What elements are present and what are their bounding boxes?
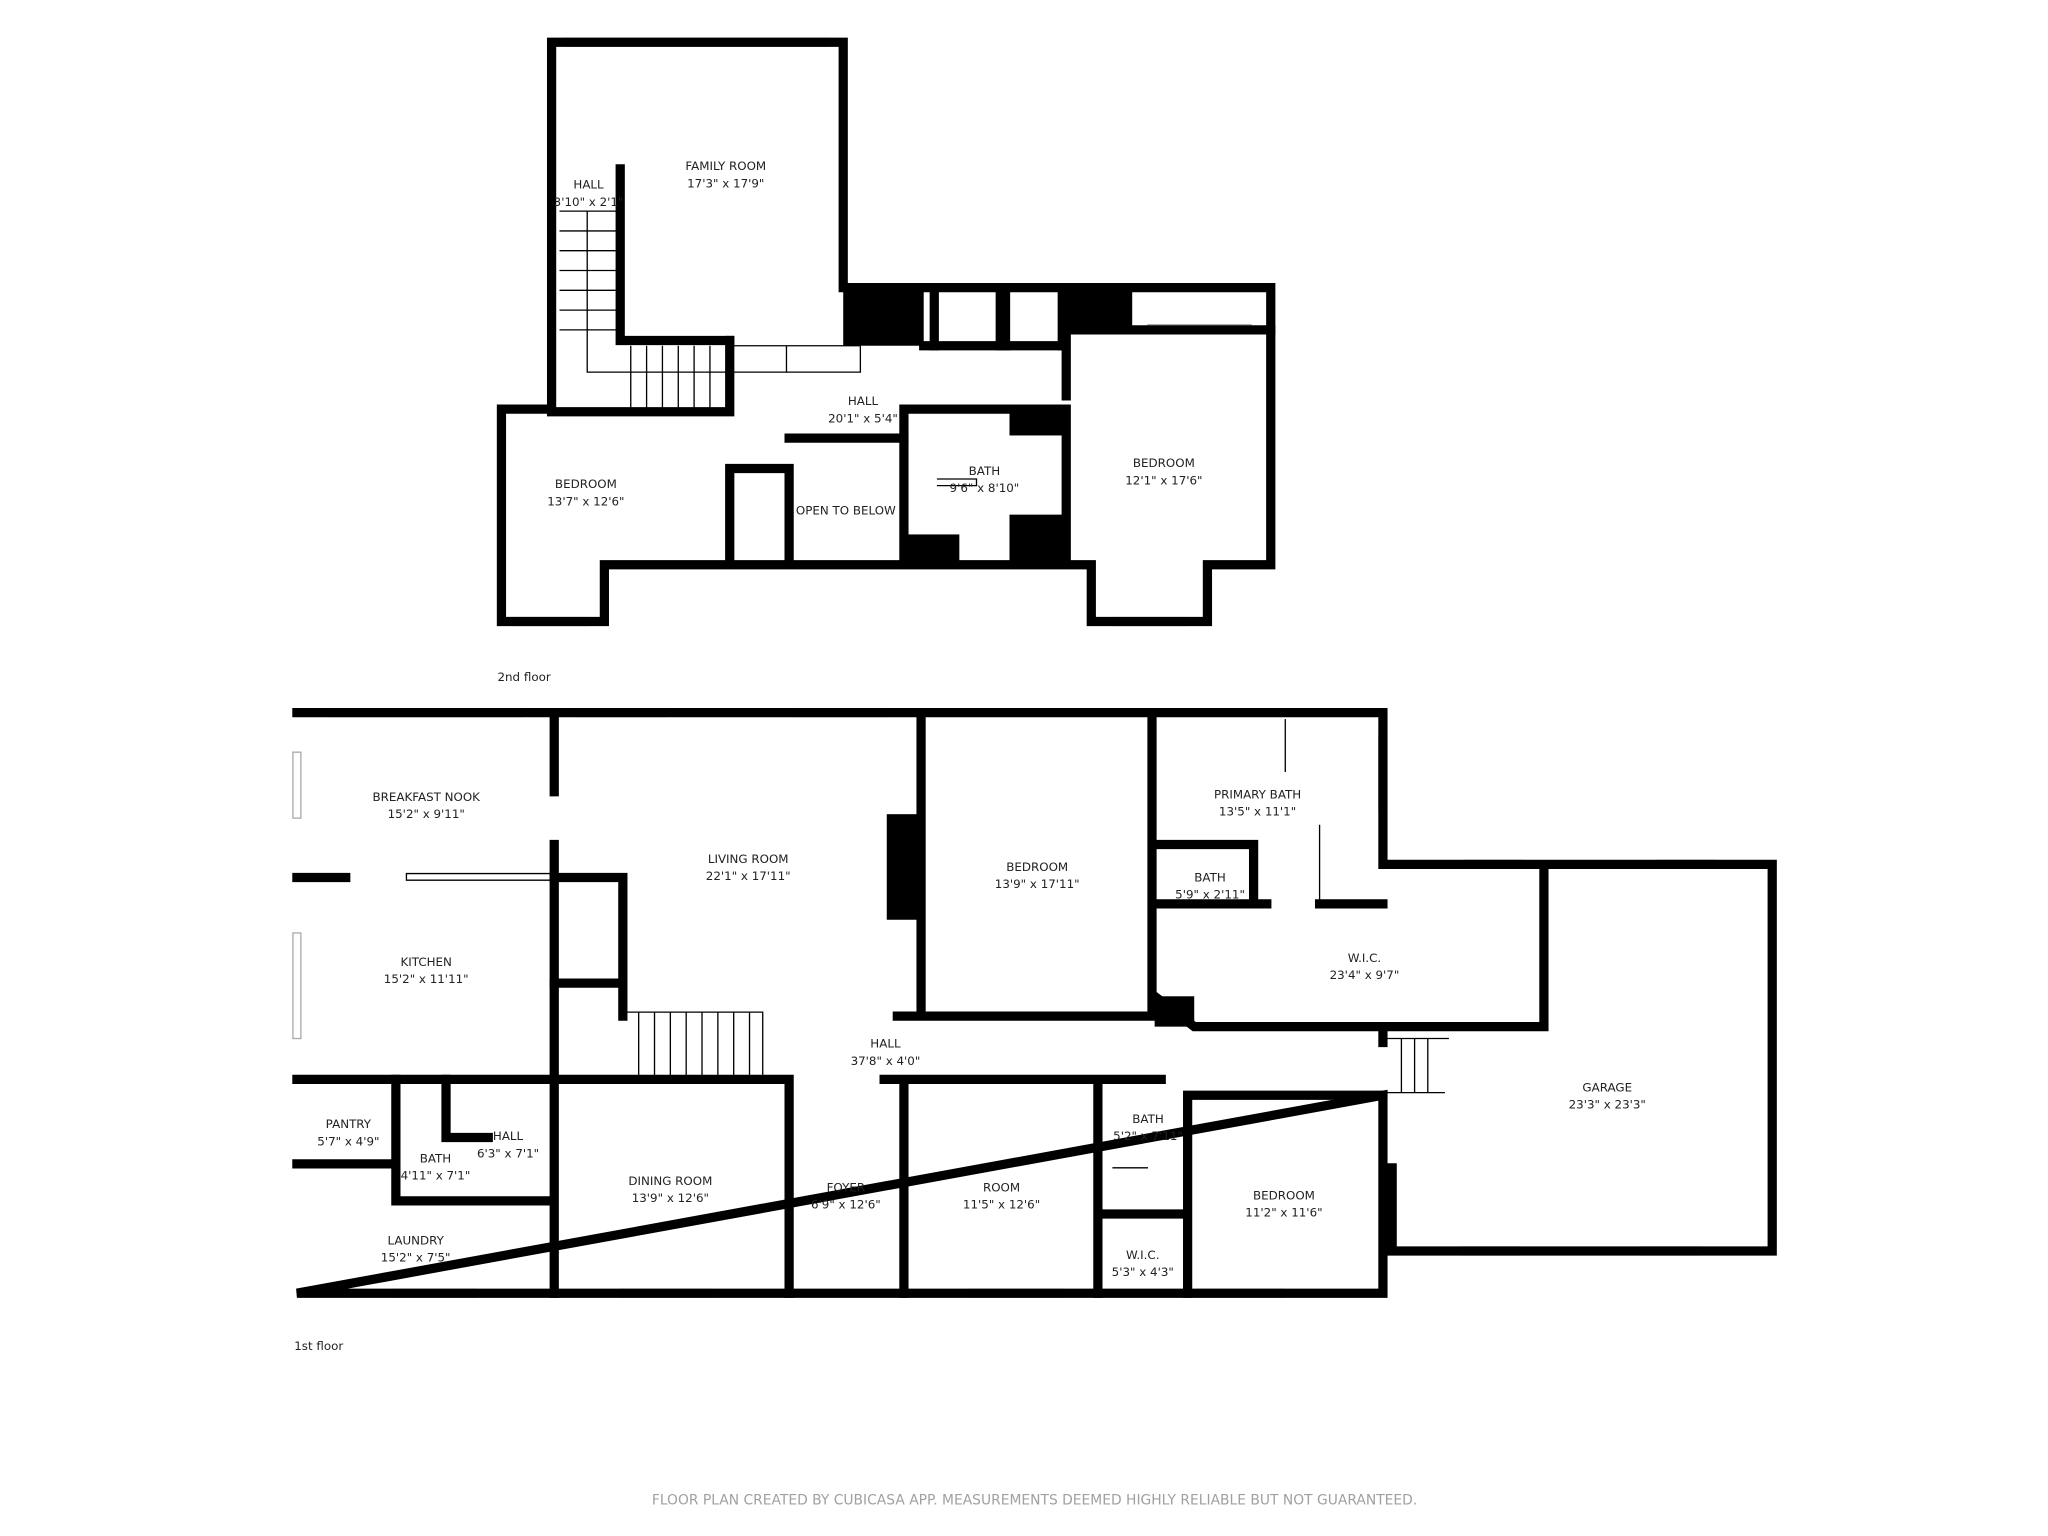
svg-text:OPEN TO BELOW: OPEN TO BELOW: [796, 504, 896, 518]
room-label-open-to-below: OPEN TO BELOW: [796, 504, 896, 518]
room-label-kitchen: KITCHEN 15'2" x 11'11": [384, 955, 469, 986]
floor-label-1st: 1st floor: [294, 1339, 343, 1353]
svg-text:BEDROOM: BEDROOM: [555, 477, 617, 491]
floor-label-2nd: 2nd floor: [497, 670, 550, 684]
room-label-bedroom-right: BEDROOM 12'1" x 17'6": [1125, 456, 1202, 487]
room-label-primary-bath: PRIMARY BATH 13'5" x 11'1": [1214, 787, 1301, 818]
svg-text:6'3" x 7'1": 6'3" x 7'1": [477, 1146, 539, 1160]
svg-text:15'2" x 9'11": 15'2" x 9'11": [388, 807, 465, 821]
svg-text:BATH: BATH: [1194, 870, 1226, 884]
room-label-foyer: FOYER 6'9" x 12'6": [811, 1181, 881, 1212]
room-label-bath-2nd: BATH 9'6" x 8'10": [950, 464, 1020, 495]
room-label-family-room: FAMILY ROOM 17'3" x 17'9": [685, 159, 766, 190]
svg-text:W.I.C.: W.I.C.: [1348, 951, 1381, 965]
room-label-hall-2nd: HALL 20'1" x 5'4": [828, 394, 898, 425]
svg-text:5'3" x 4'3": 5'3" x 4'3": [1112, 1265, 1174, 1279]
room-label-garage: GARAGE 23'3" x 23'3": [1569, 1080, 1646, 1111]
room-label-breakfast-nook: BREAKFAST NOOK 15'2" x 9'11": [372, 790, 481, 821]
room-label-laundry: LAUNDRY 15'2" x 7'5": [381, 1233, 451, 1264]
room-label-primary-bedroom: BEDROOM 13'9" x 17'11": [995, 860, 1080, 891]
svg-text:5'9" x 2'11": 5'9" x 2'11": [1175, 888, 1245, 902]
staircase: [559, 210, 862, 410]
room-label-bedroom-left: BEDROOM 13'7" x 12'6": [547, 477, 624, 508]
svg-text:9'6" x 8'10": 9'6" x 8'10": [950, 481, 1020, 495]
svg-text:17'3" x 17'9": 17'3" x 17'9": [687, 176, 764, 190]
svg-text:11'5" x 12'6": 11'5" x 12'6": [963, 1198, 1040, 1212]
room-label-wic-small: W.I.C. 5'3" x 4'3": [1112, 1248, 1174, 1279]
svg-text:PANTRY: PANTRY: [326, 1117, 372, 1131]
svg-text:PRIMARY BATH: PRIMARY BATH: [1214, 787, 1301, 801]
svg-text:GARAGE: GARAGE: [1582, 1080, 1632, 1094]
svg-text:23'3" x 23'3": 23'3" x 23'3": [1569, 1097, 1646, 1111]
staircase: [625, 1011, 1449, 1094]
svg-text:BATH: BATH: [1132, 1112, 1164, 1126]
svg-text:FAMILY ROOM: FAMILY ROOM: [685, 159, 766, 173]
svg-text:12'1" x 17'6": 12'1" x 17'6": [1125, 473, 1202, 487]
room-label-bedroom-front: BEDROOM 11'2" x 11'6": [1245, 1189, 1322, 1220]
svg-text:FOYER: FOYER: [827, 1181, 866, 1195]
room-label-bath-hall: BATH 5'2" x 7'11": [1113, 1112, 1183, 1143]
svg-text:BATH: BATH: [969, 464, 1001, 478]
svg-text:6'9" x 12'6": 6'9" x 12'6": [811, 1198, 881, 1212]
svg-text:13'7" x 12'6": 13'7" x 12'6": [547, 494, 624, 508]
svg-text:BEDROOM: BEDROOM: [1253, 1189, 1315, 1203]
room-label-room: ROOM 11'5" x 12'6": [963, 1181, 1040, 1212]
room-label-hall-upper: HALL 3'10" x 2'1": [554, 178, 624, 209]
svg-text:4'11" x 7'1": 4'11" x 7'1": [401, 1169, 471, 1183]
svg-text:13'9" x 17'11": 13'9" x 17'11": [995, 877, 1080, 891]
svg-text:LIVING ROOM: LIVING ROOM: [708, 852, 789, 866]
svg-text:BEDROOM: BEDROOM: [1006, 860, 1068, 874]
svg-text:ROOM: ROOM: [983, 1181, 1020, 1195]
svg-text:20'1" x 5'4": 20'1" x 5'4": [828, 411, 898, 425]
room-label-living-room: LIVING ROOM 22'1" x 17'11": [706, 852, 791, 883]
svg-text:15'2" x 11'11": 15'2" x 11'11": [384, 972, 469, 986]
svg-text:BREAKFAST NOOK: BREAKFAST NOOK: [372, 790, 481, 804]
svg-text:23'4" x 9'7": 23'4" x 9'7": [1330, 968, 1400, 982]
svg-text:11'2" x 11'6": 11'2" x 11'6": [1245, 1206, 1322, 1220]
first-floor-plan: [292, 707, 1777, 1298]
svg-text:5'7" x 4'9": 5'7" x 4'9": [317, 1134, 379, 1148]
svg-text:HALL: HALL: [493, 1129, 524, 1143]
room-label-wic-large: W.I.C. 23'4" x 9'7": [1330, 951, 1400, 982]
svg-text:HALL: HALL: [870, 1037, 901, 1051]
svg-text:3'10" x 2'1": 3'10" x 2'1": [554, 195, 624, 209]
room-label-pantry: PANTRY 5'7" x 4'9": [317, 1117, 379, 1148]
room-label-dining-room: DINING ROOM 13'9" x 12'6": [628, 1174, 712, 1205]
room-label-small-bath: BATH 5'9" x 2'11": [1175, 870, 1245, 901]
svg-text:37'8" x 4'0": 37'8" x 4'0": [851, 1054, 921, 1068]
svg-text:13'9" x 12'6": 13'9" x 12'6": [632, 1191, 709, 1205]
svg-text:DINING ROOM: DINING ROOM: [628, 1174, 712, 1188]
svg-text:HALL: HALL: [573, 178, 604, 192]
room-label-half-bath: BATH 4'11" x 7'1": [401, 1152, 471, 1183]
room-label-hall-small: HALL 6'3" x 7'1": [477, 1129, 539, 1160]
svg-text:5'2" x 7'11": 5'2" x 7'11": [1113, 1129, 1183, 1143]
svg-text:BATH: BATH: [420, 1152, 452, 1166]
svg-text:22'1" x 17'11": 22'1" x 17'11": [706, 869, 791, 883]
svg-text:LAUNDRY: LAUNDRY: [387, 1233, 444, 1247]
svg-text:HALL: HALL: [848, 394, 879, 408]
svg-text:15'2" x 7'5": 15'2" x 7'5": [381, 1251, 451, 1265]
second-floor-plan: [496, 37, 1276, 627]
svg-text:KITCHEN: KITCHEN: [401, 955, 452, 969]
svg-text:W.I.C.: W.I.C.: [1126, 1248, 1159, 1262]
footer-disclaimer: FLOOR PLAN CREATED BY CUBICASA APP. MEAS…: [652, 1492, 1417, 1508]
room-label-hall-1st: HALL 37'8" x 4'0": [851, 1037, 921, 1068]
svg-text:13'5" x 11'1": 13'5" x 11'1": [1219, 805, 1296, 819]
svg-text:BEDROOM: BEDROOM: [1133, 456, 1195, 470]
